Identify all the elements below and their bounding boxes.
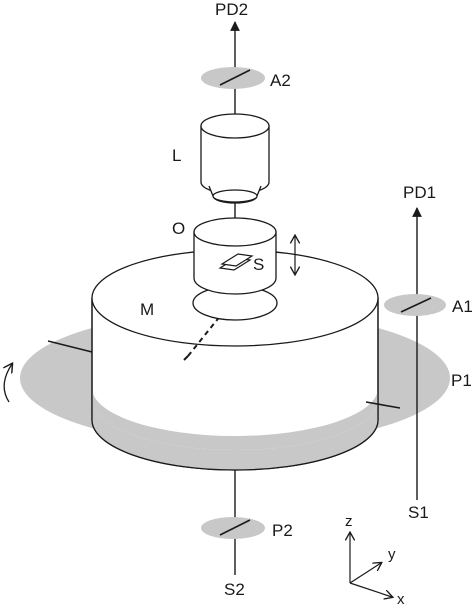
label-m: M [140, 300, 154, 319]
x-axis [349, 582, 392, 597]
y-axis [349, 563, 381, 584]
rotation-arrow-icon [4, 364, 12, 403]
axis-label-y: y [388, 546, 396, 563]
label-p1: P1 [451, 371, 472, 390]
label-l: L [172, 146, 181, 165]
label-a2: A2 [270, 71, 291, 90]
disk-marker-left [47, 340, 93, 353]
label-s1: S1 [408, 503, 429, 522]
label-s2: S2 [224, 580, 245, 599]
disk-band-front [92, 388, 378, 450]
analyzer-a1-axis [400, 297, 432, 313]
coordinate-axes: z y x [345, 513, 405, 607]
disk-marker-right [365, 401, 401, 409]
analyzer-a2-axis [219, 69, 251, 86]
sample-holder-o-top [193, 217, 277, 247]
label-pd1: PD1 [403, 183, 436, 202]
label-p2: P2 [272, 521, 293, 540]
polarizer-p2-axis [219, 519, 251, 536]
label-a1: A1 [452, 297, 473, 316]
axis-label-z: z [345, 513, 353, 530]
label-pd2: PD2 [215, 0, 248, 19]
label-s: S [253, 255, 264, 274]
guide-line-end [183, 355, 189, 361]
objective-lens-l [200, 113, 270, 204]
sample-slide-icon [218, 253, 254, 271]
disk-band-lower [92, 400, 378, 470]
axis-label-x: x [397, 591, 405, 607]
label-o: O [172, 219, 185, 238]
